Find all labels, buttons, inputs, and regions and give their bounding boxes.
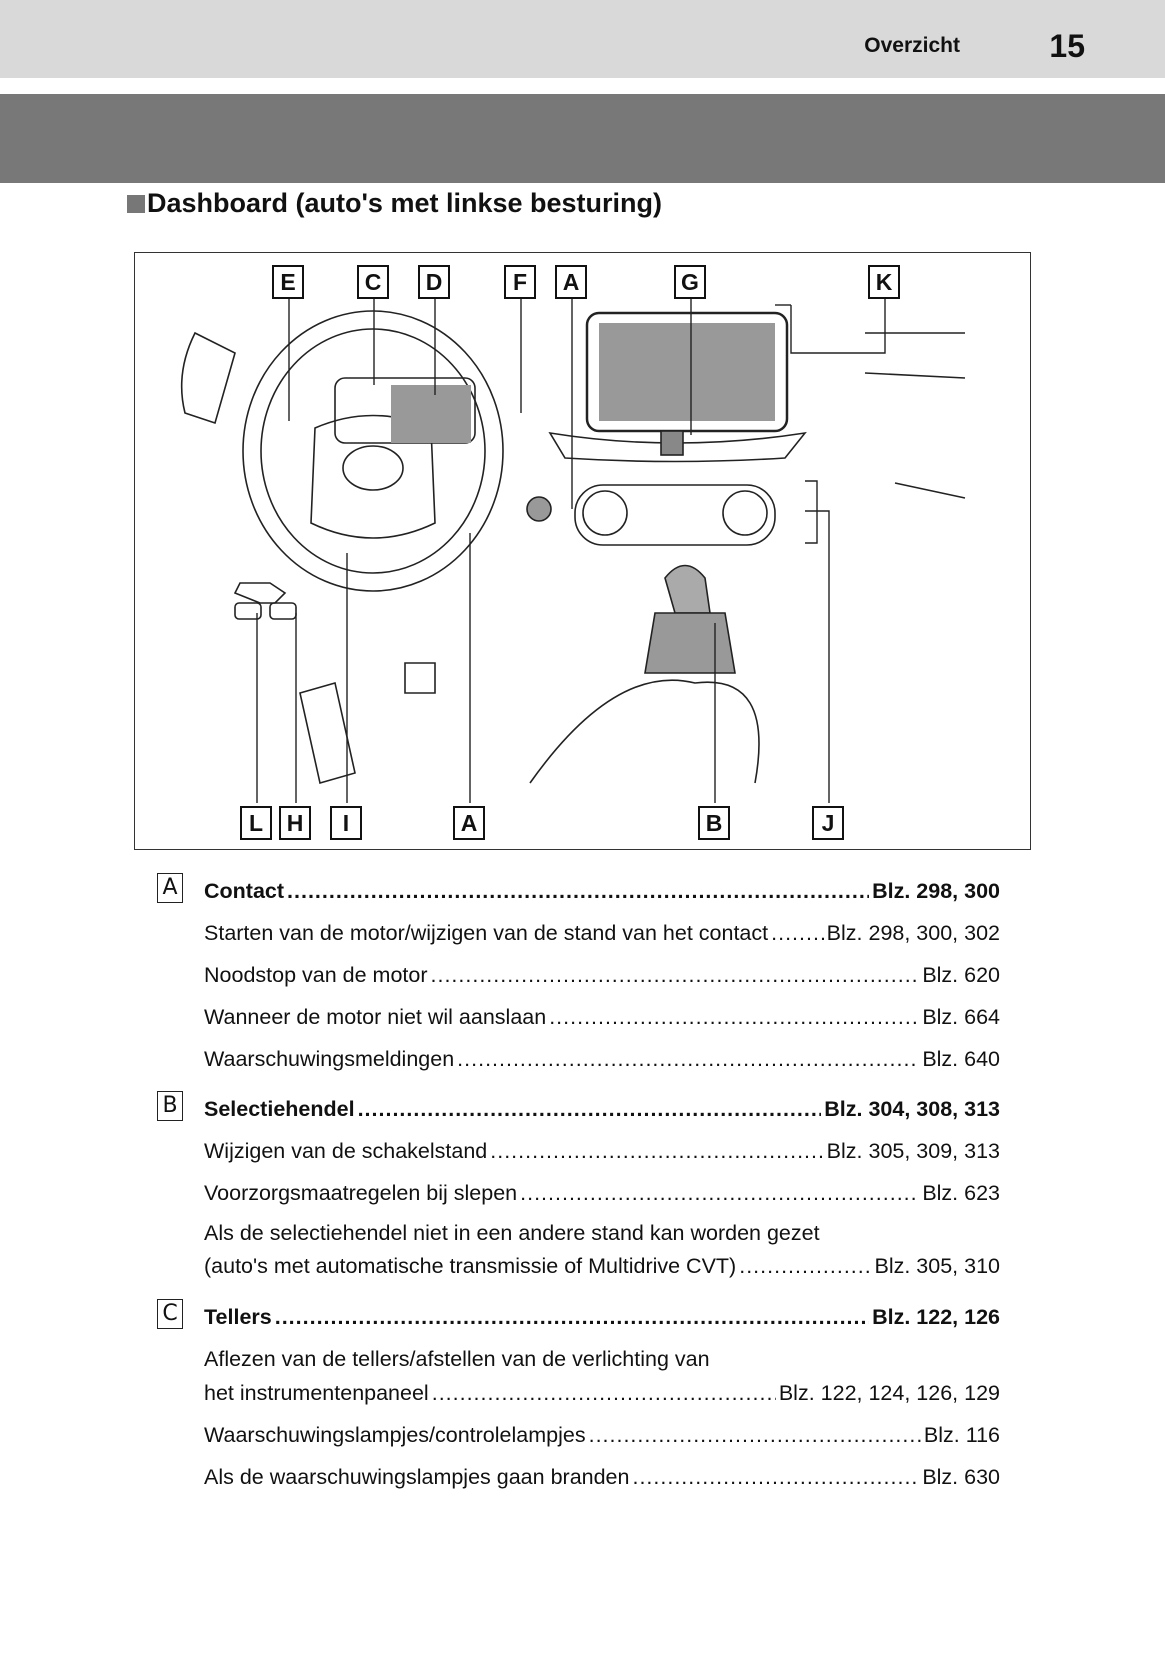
label-A-bottom: A [453, 806, 485, 840]
page-ref: Blz. 298, 300 [872, 879, 1000, 903]
page-title-text: Dashboard (auto's met linkse besturing) [147, 188, 663, 218]
page-ref: Blz. 122, 126 [872, 1305, 1000, 1329]
item-text: (auto's met automatische transmissie of … [204, 1254, 737, 1278]
list-item: Wanneer de motor niet wil aanslaan Blz. 6… [204, 996, 1000, 1038]
label-J: J [812, 806, 844, 840]
dot-leader [549, 996, 919, 1038]
dot-leader [632, 1456, 919, 1498]
label-I: I [330, 806, 362, 840]
label-B: B [698, 806, 730, 840]
item-text: Noodstop van de motor [204, 963, 428, 987]
list-item: Wijzigen van de schakelstand Blz. 305, 30… [204, 1130, 1000, 1172]
label-E: E [272, 265, 304, 299]
dot-leader [287, 870, 869, 912]
entry-title: Selectiehendel [204, 1097, 355, 1121]
item-text: Wanneer de motor niet wil aanslaan [204, 1005, 547, 1029]
page-ref: Blz. 122, 124, 126, 129 [778, 1381, 1000, 1405]
item-text: Starten van de motor/wijzigen van de sta… [204, 921, 769, 945]
dot-leader [490, 1130, 823, 1172]
page-ref: Blz. 640 [922, 1047, 1000, 1071]
header-band [0, 94, 1165, 183]
page-ref: Blz. 623 [922, 1181, 1000, 1205]
page-ref: Blz. 664 [922, 1005, 1000, 1029]
item-text-line1: Als de selectiehendel niet in een andere… [204, 1221, 820, 1245]
label-C: C [357, 265, 389, 299]
engine-switch [526, 496, 552, 522]
entry-heading: Contact Blz. 298, 300 [204, 870, 1000, 912]
entry-title: Contact [204, 879, 285, 903]
steering-wheel [242, 310, 504, 592]
list-item: Noodstop van de motor Blz. 620 [204, 954, 1000, 996]
dot-leader [739, 1250, 871, 1282]
page-ref: Blz. 304, 308, 313 [824, 1097, 1000, 1121]
dot-leader [358, 1088, 822, 1130]
dot-leader [589, 1414, 921, 1456]
item-text: Wijzigen van de schakelstand [204, 1139, 488, 1163]
label-G: G [674, 265, 706, 299]
dot-leader [771, 912, 824, 954]
entry-heading: Tellers Blz. 122, 126 [204, 1296, 1000, 1338]
item-text: Voorzorgsmaatregelen bij slepen [204, 1181, 518, 1205]
entry-title: Tellers [204, 1305, 272, 1329]
dashboard-illustration: E C D F A G K L H I A B J [134, 252, 1031, 850]
page-ref: Blz. 116 [923, 1423, 1000, 1447]
entry-key: B [157, 1091, 183, 1121]
page-ref: Blz. 298, 300, 302 [826, 921, 1000, 945]
page-header: Overzicht 15 [0, 0, 1165, 78]
section-title: Overzicht [864, 34, 960, 57]
entry-B: B Selectiehendel Blz. 304, 308, 313 Wijzi… [150, 1088, 1000, 1282]
component-list: A Contact Blz. 298, 300 Starten van de mo… [150, 870, 1000, 1506]
list-item: het instrumentenpaneel Blz. 122, 124, 126… [204, 1376, 1000, 1410]
item-text: het instrumentenpaneel [204, 1381, 429, 1405]
page-ref: Blz. 620 [922, 963, 1000, 987]
item-text-line1: Aflezen van de tellers/afstellen van de … [204, 1347, 710, 1371]
square-bullet-icon [127, 194, 145, 213]
dot-leader [457, 1038, 919, 1080]
label-K: K [868, 265, 900, 299]
list-item: Waarschuwingsmeldingen Blz. 640 [204, 1038, 1000, 1080]
label-A-top: A [555, 265, 587, 299]
dot-leader [431, 954, 920, 996]
list-item: Als de waarschuwingslampjes gaan branden… [204, 1456, 1000, 1498]
list-item: (auto's met automatische transmissie of … [204, 1250, 1000, 1282]
item-text: Waarschuwingslampjes/controlelampjes [204, 1423, 586, 1447]
entry-heading: Selectiehendel Blz. 304, 308, 313 [204, 1088, 1000, 1130]
entry-key: C [157, 1299, 183, 1329]
list-item: Voorzorgsmaatregelen bij slepen Blz. 623 [204, 1172, 1000, 1214]
item-text: Waarschuwingsmeldingen [204, 1047, 455, 1071]
climate-panel [574, 484, 776, 546]
dot-leader [275, 1296, 869, 1338]
entry-C: C Tellers Blz. 122, 126 Aflezen van de te… [150, 1296, 1000, 1498]
label-L: L [240, 806, 272, 840]
entry-A: A Contact Blz. 298, 300 Starten van de mo… [150, 870, 1000, 1080]
label-H: H [279, 806, 311, 840]
dot-leader [432, 1376, 776, 1410]
label-D: D [418, 265, 450, 299]
page-ref: Blz. 630 [922, 1465, 1000, 1489]
page-ref: Blz. 305, 309, 313 [826, 1139, 1000, 1163]
page-number: 15 [1049, 28, 1085, 64]
label-F: F [504, 265, 536, 299]
list-item: Starten van de motor/wijzigen van de sta… [204, 912, 1000, 954]
leader-lines [256, 295, 886, 803]
entry-key: A [157, 873, 183, 903]
page-ref: Blz. 305, 310 [874, 1254, 1000, 1278]
page-title: Dashboard (auto's met linkse besturing) [127, 188, 662, 219]
multimedia-screen [585, 311, 789, 433]
item-text: Als de waarschuwingslampjes gaan branden [204, 1465, 630, 1489]
list-item: Waarschuwingslampjes/controlelampjes Blz.… [204, 1414, 1000, 1456]
dashboard-drawing [180, 295, 966, 803]
dot-leader [520, 1172, 919, 1214]
